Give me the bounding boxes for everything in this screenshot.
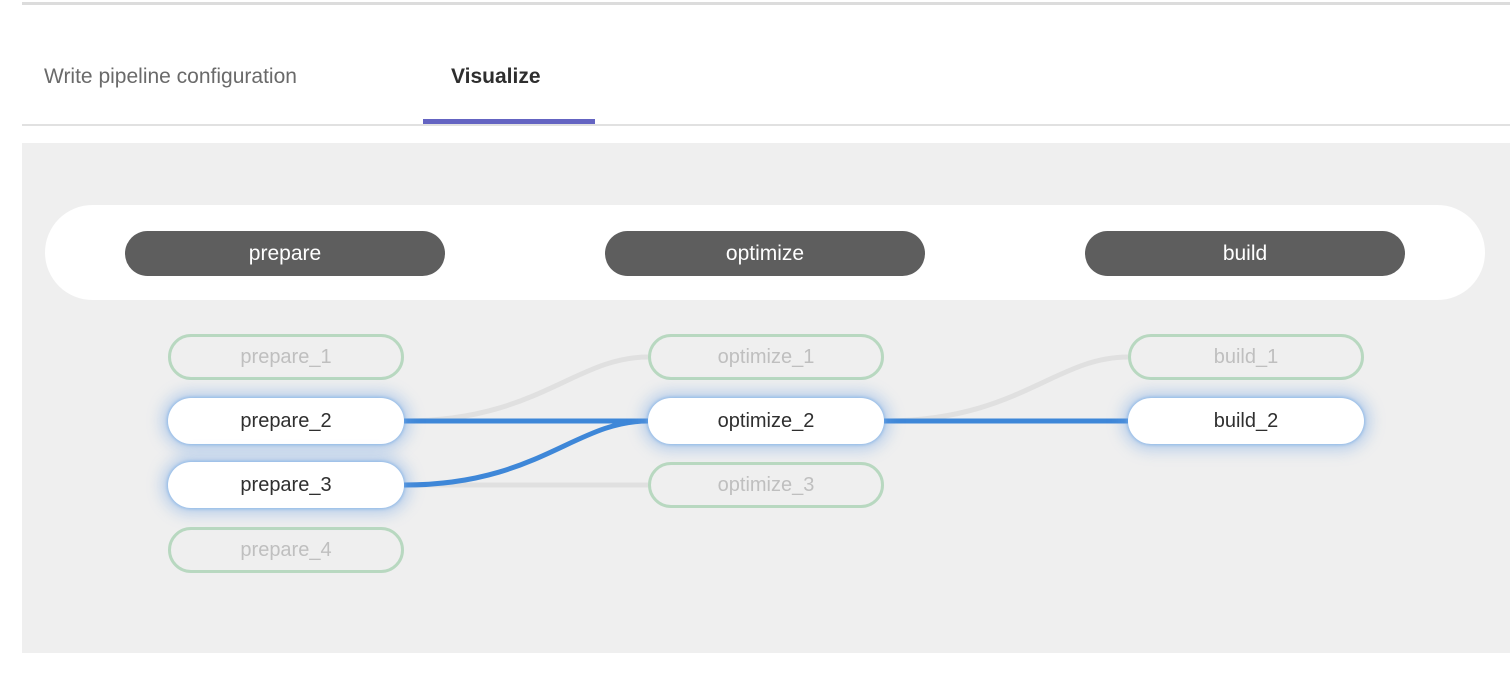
- job-node-build_1[interactable]: build_1: [1128, 334, 1364, 380]
- stages-header-bar: prepare optimize build: [45, 205, 1485, 300]
- job-node-prepare_3[interactable]: prepare_3: [168, 462, 404, 508]
- top-divider: [22, 2, 1510, 5]
- tab-visualize[interactable]: Visualize: [451, 65, 541, 88]
- job-node-prepare_1[interactable]: prepare_1: [168, 334, 404, 380]
- stage-pill-prepare[interactable]: prepare: [125, 231, 445, 276]
- stage-pill-optimize[interactable]: optimize: [605, 231, 925, 276]
- job-node-prepare_4[interactable]: prepare_4: [168, 527, 404, 573]
- pipeline-graph-panel: prepare optimize build prepare_1 prepare…: [22, 143, 1510, 653]
- job-node-optimize_2[interactable]: optimize_2: [648, 398, 884, 444]
- active-tab-indicator: [423, 119, 595, 124]
- tabbar-divider: [22, 124, 1510, 126]
- job-node-build_2[interactable]: build_2: [1128, 398, 1364, 444]
- stage-pill-build[interactable]: build: [1085, 231, 1405, 276]
- job-node-optimize_1[interactable]: optimize_1: [648, 334, 884, 380]
- pipeline-edges: [403, 354, 1129, 488]
- job-node-optimize_3[interactable]: optimize_3: [648, 462, 884, 508]
- job-node-prepare_2[interactable]: prepare_2: [168, 398, 404, 444]
- tab-write-pipeline-configuration[interactable]: Write pipeline configuration: [44, 65, 297, 88]
